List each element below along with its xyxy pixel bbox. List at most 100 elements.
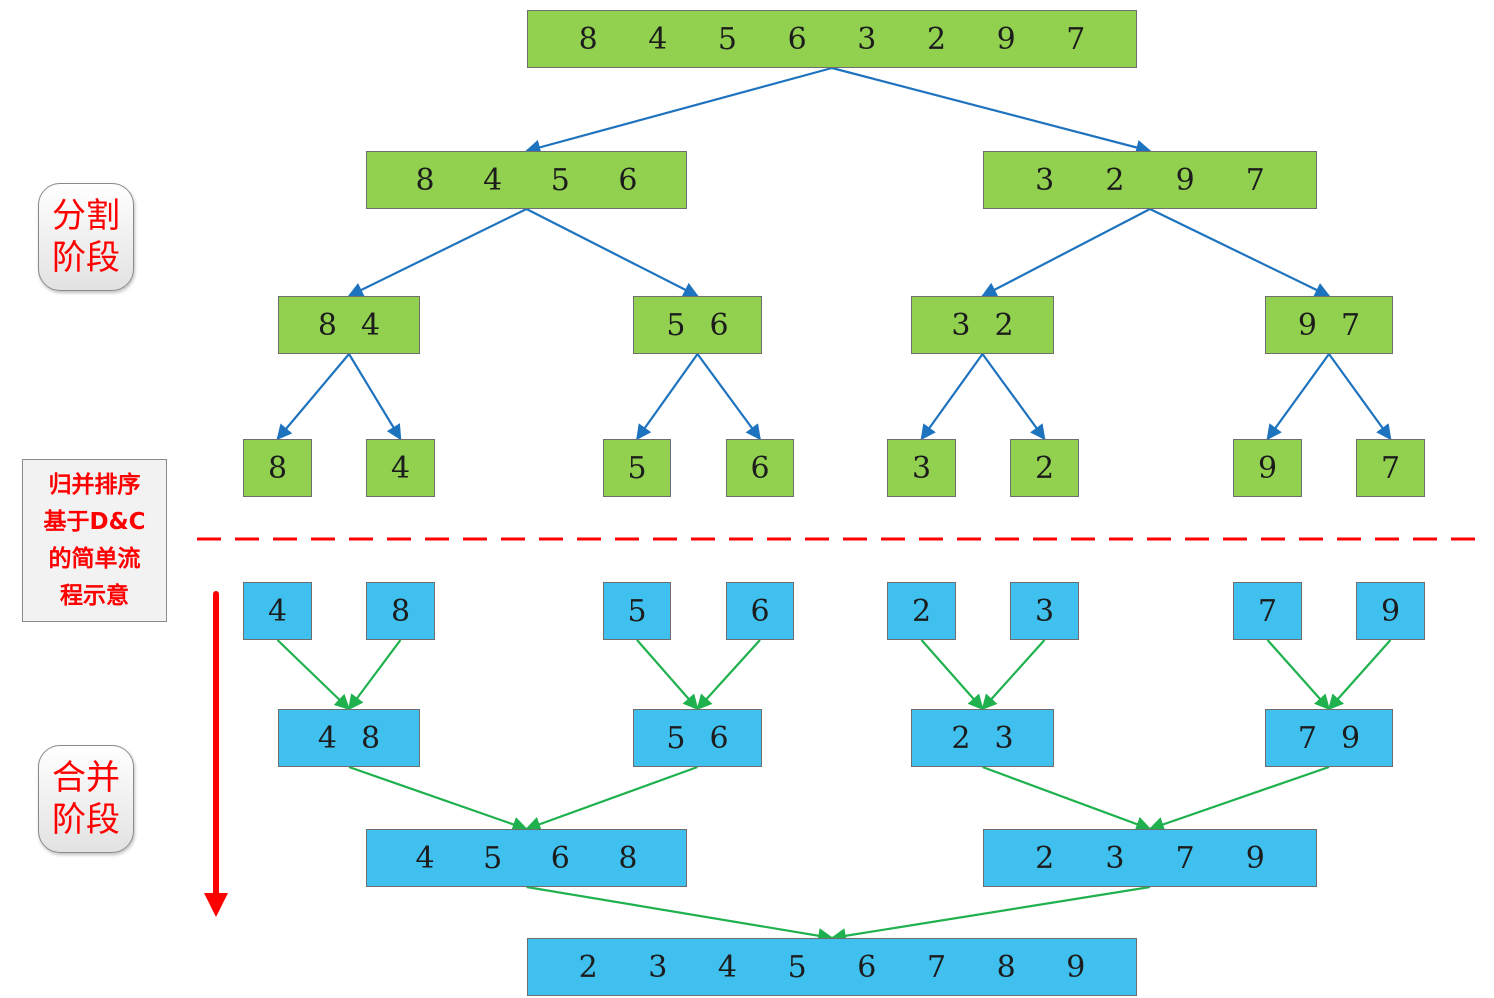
- algorithm-caption: 归并排序 基于D&C 的简单流 程示意: [22, 459, 167, 622]
- split-node-value: 6: [618, 162, 638, 198]
- merge-node-value: 9: [1245, 840, 1265, 876]
- split-arrow: [1266, 353, 1330, 441]
- split-arrow: [526, 208, 699, 297]
- merge-node-value: 8: [361, 720, 381, 756]
- merge-arrow: [920, 639, 984, 711]
- split-node-value: 8: [578, 21, 598, 57]
- split-node-value: 6: [709, 307, 729, 343]
- merge-node-value: 8: [618, 840, 638, 876]
- merge-arrow: [276, 639, 351, 711]
- split-node-value: 5: [717, 21, 738, 57]
- split-node-value: 6: [750, 450, 770, 486]
- merge-arrow: [982, 765, 1152, 832]
- split-arrow: [348, 353, 402, 441]
- split-node-value: 5: [550, 162, 570, 198]
- merge-node-value: 6: [750, 593, 770, 629]
- split-node-value: 4: [483, 162, 503, 198]
- split-node-value: 5: [666, 307, 686, 343]
- split-node-value: 4: [648, 21, 668, 57]
- merge-arrow: [348, 639, 402, 711]
- split-arrow: [696, 353, 761, 441]
- merge-node-value: 6: [857, 949, 877, 985]
- split-arrow: [981, 353, 1046, 441]
- split-node: 8 4 5 6: [366, 151, 687, 209]
- merge-arrow: [696, 639, 761, 711]
- split-node-value: 4: [361, 307, 381, 343]
- merge-phase-label-line: 合并: [52, 758, 120, 798]
- merge-node-value: 4: [415, 840, 435, 876]
- merge-node: 4 5 6 8: [366, 829, 687, 887]
- split-arrow: [525, 66, 833, 155]
- merge-node-value: 2: [911, 593, 932, 629]
- merge-node-value: 3: [648, 949, 668, 985]
- split-node-value: 3: [857, 21, 877, 57]
- split-node-value: 7: [1380, 450, 1401, 486]
- split-phase-label: 分割 阶段: [38, 183, 134, 291]
- split-node-value: 2: [1034, 450, 1055, 486]
- merge-node-value: 5: [483, 840, 503, 876]
- split-arrow: [920, 353, 984, 441]
- merge-node-value: 6: [550, 840, 570, 876]
- split-arrow: [981, 208, 1151, 297]
- merge-arrow: [636, 639, 699, 711]
- split-node-value: 9: [1297, 307, 1317, 343]
- split-arrow: [276, 353, 350, 441]
- split-node-value: 9: [1175, 162, 1195, 198]
- split-arrow: [1149, 208, 1331, 297]
- merge-node-value: 9: [1066, 949, 1086, 985]
- merge-phase-label: 合并 阶段: [38, 745, 134, 853]
- merge-node-value: 5: [787, 949, 807, 985]
- merge-phase-label-line: 阶段: [52, 800, 120, 840]
- merge-node-value: 7: [926, 949, 947, 985]
- split-phase-label-line: 阶段: [52, 238, 120, 278]
- split-node: 3: [887, 439, 956, 497]
- merge-node: 7: [1233, 582, 1302, 640]
- merge-node: 6: [726, 582, 794, 640]
- split-phase-label-line: 分割: [52, 196, 120, 236]
- split-node: 5: [603, 439, 671, 497]
- merge-arrow: [525, 765, 698, 832]
- split-node-value: 2: [1105, 162, 1125, 198]
- merge-node-value: 2: [1035, 840, 1055, 876]
- split-node-value: 8: [415, 162, 435, 198]
- merge-node-value: 9: [1380, 593, 1401, 629]
- split-node-value: 9: [1257, 450, 1278, 486]
- merge-node: 8: [366, 582, 435, 640]
- split-node: 2: [1010, 439, 1079, 497]
- split-node-value: 8: [317, 307, 337, 343]
- merge-node-value: 7: [1257, 593, 1278, 629]
- split-node-value: 4: [390, 450, 411, 486]
- split-node: 9: [1233, 439, 1302, 497]
- merge-node-value: 7: [1297, 720, 1317, 756]
- split-node-value: 3: [1035, 162, 1055, 198]
- split-arrow: [636, 353, 699, 441]
- merge-arrow: [1266, 639, 1331, 711]
- merge-node: 5: [603, 582, 671, 640]
- caption-line: 基于D&C: [43, 508, 146, 535]
- split-node-value: 7: [1341, 307, 1361, 343]
- split-node-value: 8: [267, 450, 288, 486]
- merge-node-value: 4: [717, 949, 738, 985]
- split-node-value: 2: [926, 21, 947, 57]
- caption-line: 归并排序: [48, 471, 141, 498]
- merge-node-value: 8: [390, 593, 411, 629]
- merge-node-value: 4: [317, 720, 337, 756]
- caption-line: 的简单流: [48, 545, 141, 572]
- split-node: 6: [726, 439, 794, 497]
- merge-node-value: 3: [1034, 593, 1055, 629]
- split-node-value: 9: [996, 21, 1016, 57]
- merge-arrow: [1148, 765, 1330, 832]
- merge-arrow: [981, 639, 1046, 711]
- split-node-value: 6: [787, 21, 807, 57]
- split-node: 8: [243, 439, 312, 497]
- caption-line: 程示意: [60, 582, 129, 609]
- merge-node-value: 2: [951, 720, 971, 756]
- merge-arrow: [348, 765, 528, 832]
